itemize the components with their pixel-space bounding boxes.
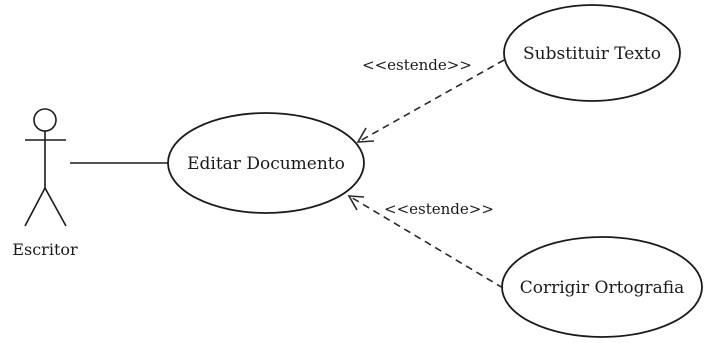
actor-left-leg xyxy=(24,187,46,227)
use-case-ellipse xyxy=(167,112,365,214)
arrow-head-icon xyxy=(347,195,365,211)
use-case-editar-documento: Editar Documento xyxy=(167,112,365,214)
extend-relation-bottom: <<estende>> xyxy=(347,195,504,289)
extend-relation-top: <<estende>> xyxy=(356,56,505,143)
extend-label: <<estende>> xyxy=(362,56,472,74)
use-case-substituir-texto: Substituir Texto xyxy=(503,4,681,102)
use-case-label: Editar Documento xyxy=(187,154,345,174)
use-case-ellipse xyxy=(503,4,681,102)
actor-head xyxy=(33,108,57,132)
use-case-corrigir-ortografia: Corrigir Ortografia xyxy=(501,236,703,338)
extend-dashed-line xyxy=(348,195,504,289)
actor-escritor: Escritor xyxy=(12,108,78,259)
actor-label: Escritor xyxy=(12,240,78,259)
use-case-label: Corrigir Ortografia xyxy=(520,278,685,298)
use-case-label: Substituir Texto xyxy=(523,44,661,64)
arrow-head-icon xyxy=(356,127,375,143)
extend-dashed-line xyxy=(357,59,505,143)
extend-label: <<estende>> xyxy=(384,200,494,218)
actor-right-leg xyxy=(44,187,67,227)
